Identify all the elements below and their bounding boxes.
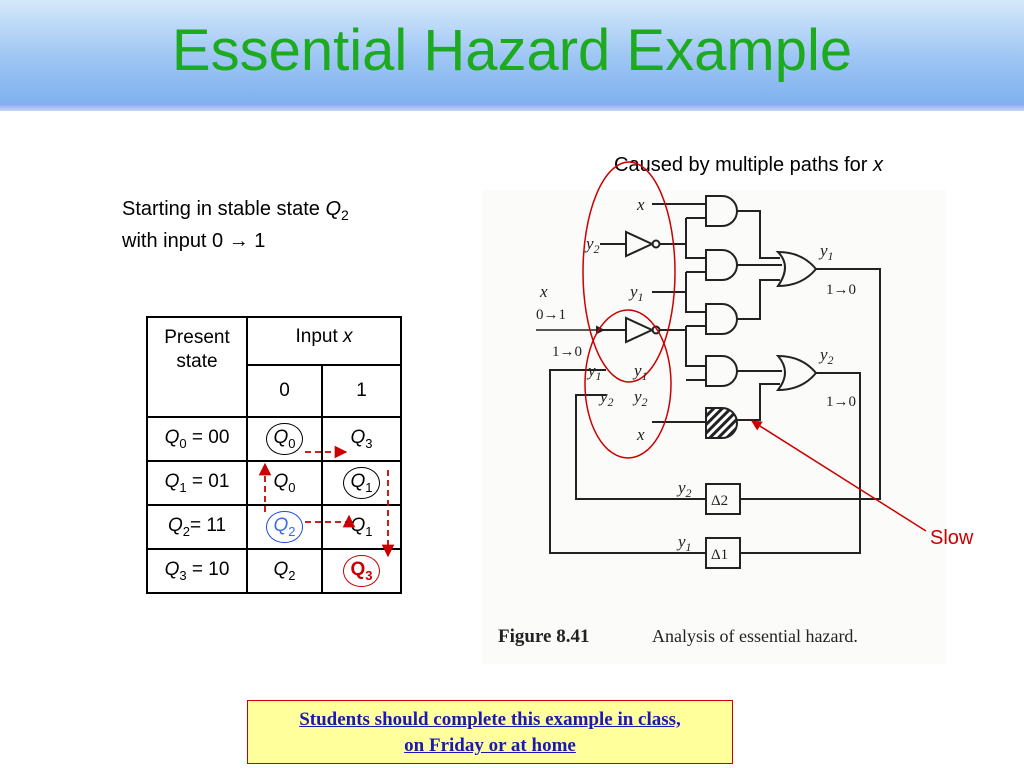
label-out-y2: y2 [818,345,834,367]
label-fb-y1-transition: 1→0 [552,344,582,360]
and-gate-2 [705,249,738,281]
slide-title: Essential Hazard Example [171,18,853,83]
figure-background [482,190,946,664]
label-out-y2-transition: 1→0 [826,394,856,410]
circled-state-start: Q2 [266,511,303,543]
header-input: Input x [246,316,402,366]
start-note-line1: Starting in stable state [122,198,326,220]
slow-and-gate [705,407,738,439]
label-ext-x: x [539,282,548,301]
row-2-next-1: Q1 [321,504,402,550]
class-exercise-callout: Students should complete this example in… [247,700,733,764]
label-out-y1: y1 [818,241,834,263]
cause-var: x [873,154,884,176]
and-gate-4 [705,355,738,387]
start-note-state: Q [325,198,342,220]
callout-line-2: on Friday or at home [404,735,576,756]
inverter-1 [625,230,655,258]
circled-state: Q1 [343,467,380,499]
or-gate-2 [775,354,818,392]
label-y1-in: y1 [628,282,644,304]
label-y1b: y1 [632,361,648,383]
label-y2b: y2 [632,387,648,409]
figure-caption-label: Figure 8.41 [498,626,589,647]
row-3-next-1: Q3 [321,548,402,594]
cause-note: Caused by multiple paths for x [614,152,883,178]
row-2-next-0: Q2 [246,504,323,550]
and-gate-1 [705,195,738,227]
start-note: Starting in stable state Q2 with input 0… [122,196,349,254]
label-fb-y1: y1 [586,361,602,383]
highlight-circle-upper [582,161,676,383]
figure-caption-text: Analysis of essential hazard. [652,626,858,646]
row-0-next-0: Q0 [246,416,323,462]
row-1-next-1: Q1 [321,460,402,506]
start-note-state-sub: 2 [341,207,349,223]
highlight-circle-lower [584,309,672,459]
delay-box-1 [705,537,741,569]
label-delta-1: Δ1 [711,547,728,563]
slow-arrow [751,420,927,532]
callout-line-1: Students should complete this example in… [299,709,681,730]
label-ext-x-transition: 0→1 [536,307,566,323]
title-bar [0,0,1024,104]
state-table: Present state Input x 0 1 Q0 = 00 Q0 Q3 … [146,316,402,594]
row-1-state: Q1 = 01 [146,460,248,506]
header-input-var: x [343,326,353,347]
header-col-0: 0 [246,364,323,418]
title-underline [0,104,1024,111]
label-out-y1-transition: 1→0 [826,282,856,298]
and-gate-3 [705,303,738,335]
label-delay-y1: y1 [676,532,692,554]
label-delta-2: Δ2 [711,493,728,509]
delay-box-2 [705,483,741,515]
start-note-line2: with input 0 → 1 [122,230,266,252]
inverter-1-bubble [651,239,661,249]
label-x-2: x [636,425,645,444]
label-y2-in: y2 [584,234,600,256]
header-present-state: Present state [146,316,248,418]
label-fb-y2: y2 [598,387,614,409]
header-col-1: 1 [321,364,402,418]
slow-label: Slow [930,527,974,549]
row-2-state: Q2= 11 [146,504,248,550]
inverter-2 [625,316,655,344]
or-gate-1 [775,250,818,288]
row-0-next-1: Q3 [321,416,402,462]
cause-text: Caused by multiple paths for [614,154,874,176]
circled-state: Q0 [266,423,303,455]
inverter-2-bubble [651,325,661,335]
header-input-label: Input [295,326,344,347]
row-3-next-0: Q2 [246,548,323,594]
circuit-figure: x y2 y1 x y1 y1 y2 y2 x y1 y2 y2 y1 0→1 … [482,161,946,664]
row-0-state: Q0 = 00 [146,416,248,462]
label-x-1: x [636,195,645,214]
circled-state-final: Q3 [343,555,380,587]
row-1-next-0: Q0 [246,460,323,506]
label-delay-y2: y2 [676,478,692,500]
row-3-state: Q3 = 10 [146,548,248,594]
